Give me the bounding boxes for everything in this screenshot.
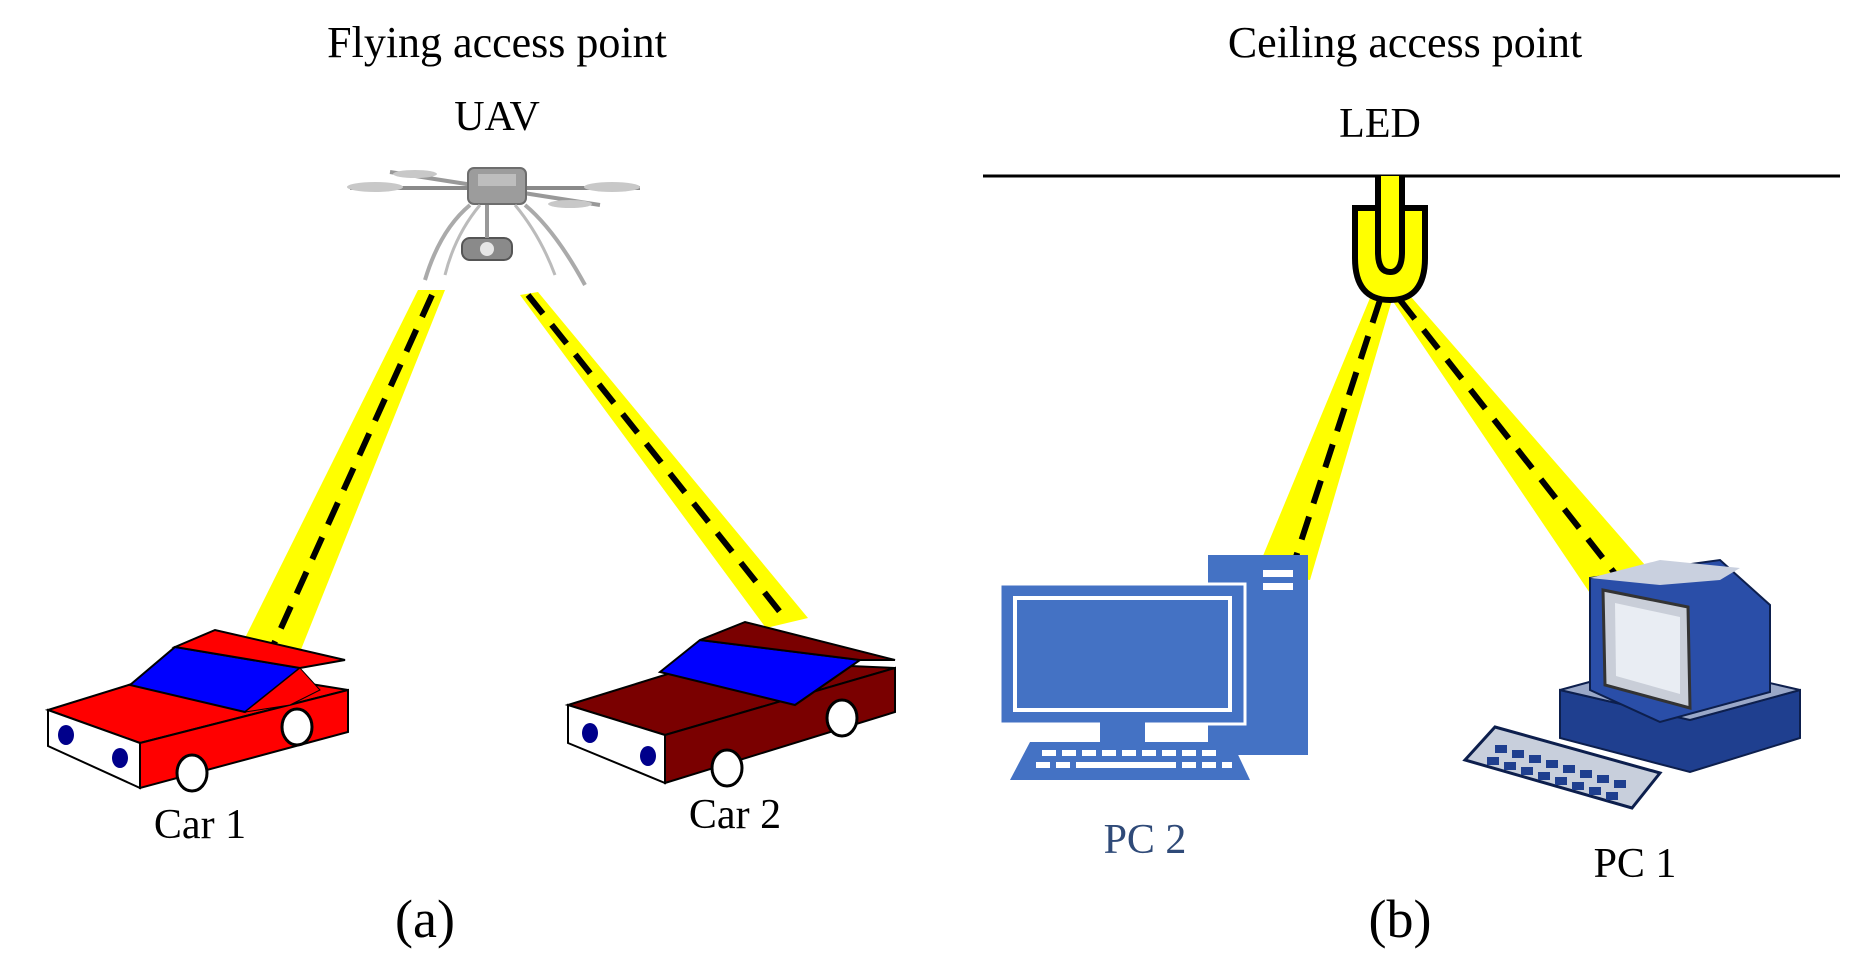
beam-led-pc2-center: [1287, 299, 1383, 576]
pc-2-label: PC 2: [1104, 817, 1187, 863]
uav-drone-icon: [347, 167, 640, 286]
beam-led-pc1-center: [1397, 298, 1623, 582]
car-1-label: Car 1: [154, 802, 246, 848]
led-lamp-icon: [1352, 176, 1428, 304]
beam-uav-car1-center: [269, 293, 435, 650]
car-1-icon: [44, 628, 349, 793]
car-2-label: Car 2: [689, 792, 781, 838]
panel-b: Ceiling access point LED PC 2: [983, 18, 1840, 949]
panel-a-title: Flying access point: [327, 18, 667, 67]
led-label: LED: [1339, 101, 1421, 147]
panel-b-caption: (b): [1369, 889, 1432, 949]
panel-a: Flying access point UAV: [44, 18, 896, 949]
beam-uav-car1: [244, 290, 445, 652]
car-2-icon: [564, 620, 896, 788]
panel-b-title: Ceiling access point: [1228, 18, 1582, 67]
panel-a-caption: (a): [395, 889, 455, 949]
beam-uav-car2-center: [525, 293, 791, 624]
pc-1-label: PC 1: [1594, 841, 1677, 887]
beam-led-pc2: [1255, 298, 1392, 580]
uav-label: UAV: [454, 94, 540, 140]
pc-2-icon: [998, 555, 1308, 780]
beam-uav-car2: [520, 292, 808, 628]
pc-1-icon: [1462, 558, 1801, 810]
